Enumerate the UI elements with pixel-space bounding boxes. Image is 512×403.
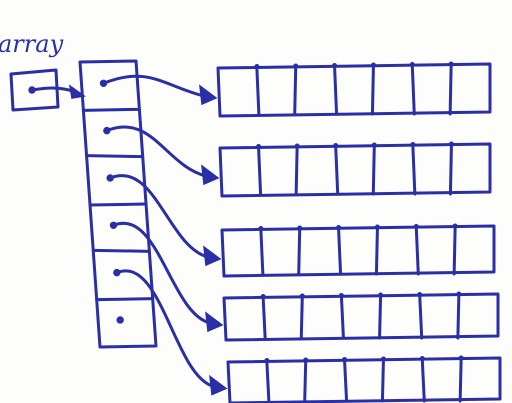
inner-cell-tick — [410, 142, 416, 147]
row-pointer-arrowhead — [201, 164, 220, 186]
inner-cell-divider — [303, 359, 308, 403]
row-pointer-arrow — [115, 269, 216, 388]
inner-cell-divider — [448, 143, 453, 196]
inner-cell-divider — [293, 65, 298, 116]
inner-cell-divider — [448, 63, 453, 116]
inner-cell-tick — [378, 292, 384, 298]
inner-cell-tick — [452, 223, 458, 229]
pointer-arrow — [30, 86, 78, 94]
inner-cell-divider — [265, 360, 271, 403]
inner-cell-tick — [294, 143, 300, 149]
pointer-box — [9, 68, 60, 112]
inner-array-row — [218, 142, 492, 198]
pointer-variable — [9, 68, 86, 112]
inner-cell-divider — [259, 228, 265, 276]
inner-array-row — [222, 292, 500, 342]
inner-array-row — [220, 224, 496, 278]
inner-cell-divider — [343, 359, 349, 403]
row-pointer-arrow — [108, 174, 210, 259]
inner-cell-divider — [337, 227, 343, 276]
inner-cell-divider — [411, 144, 417, 196]
inner-cell-tick — [371, 142, 377, 148]
row-pointer-arrowhead — [209, 374, 228, 396]
inner-cell-tick — [458, 355, 464, 361]
row-pointer-arrowhead — [199, 84, 218, 106]
inner-cell-tick — [264, 358, 270, 363]
inner-cell-divider — [370, 64, 375, 116]
inner-cell-divider — [257, 146, 263, 196]
inner-cell-divider — [458, 357, 463, 403]
inner-cell-divider — [414, 226, 420, 276]
inner-cell-tick — [380, 356, 386, 362]
inner-cell-tick — [297, 225, 303, 231]
inner-cell-tick — [258, 226, 264, 231]
inner-cell-tick — [448, 61, 454, 67]
row-pointer-arrowhead — [205, 311, 224, 333]
inner-cell-tick — [254, 64, 260, 69]
outer-slot-divider — [81, 107, 141, 112]
inner-cell-divider — [378, 294, 383, 340]
inner-array-row — [216, 62, 492, 118]
inner-cell-divider — [334, 145, 340, 196]
inner-cell-tick — [417, 292, 423, 297]
outer-slot-divider — [91, 248, 151, 253]
outer-slot-divider — [85, 154, 145, 159]
inner-cell-tick — [342, 357, 348, 362]
inner-cell-tick — [409, 62, 415, 67]
inner-cell-divider — [255, 66, 261, 116]
inner-cell-tick — [413, 224, 419, 229]
inner-cell-divider — [297, 227, 302, 276]
inner-cell-divider — [371, 144, 376, 196]
outer-slot-divider — [95, 297, 155, 302]
inner-cell-divider — [410, 64, 416, 116]
pointer-label: array — [0, 30, 64, 58]
inner-cell-tick — [293, 63, 299, 69]
inner-cell-tick — [456, 291, 462, 297]
inner-cell-divider — [380, 358, 385, 403]
inner-cell-divider — [456, 293, 461, 340]
inner-cell-tick — [448, 141, 454, 147]
inner-cell-divider — [339, 295, 345, 340]
pointer-arrowhead — [68, 84, 86, 99]
inner-cell-tick — [299, 293, 305, 299]
inner-cell-divider — [374, 226, 379, 276]
inner-cell-tick — [260, 294, 266, 299]
inner-cell-tick — [370, 62, 376, 68]
inner-cell-tick — [338, 293, 344, 298]
inner-cell-tick — [374, 224, 380, 230]
row-pointer-arrows — [102, 74, 228, 396]
inner-cell-divider — [452, 225, 457, 276]
inner-cell-tick — [332, 63, 338, 68]
outer-slot-dot — [116, 316, 124, 324]
inner-cell-divider — [261, 296, 267, 340]
inner-cell-tick — [303, 357, 309, 363]
inner-cell-tick — [333, 143, 339, 148]
inner-cell-divider — [420, 358, 426, 403]
inner-cell-divider — [299, 295, 304, 340]
outer-slot-divider — [88, 202, 148, 207]
inner-cell-tick — [336, 225, 342, 230]
inner-cell-divider — [333, 65, 339, 116]
row-pointer-arrow — [105, 125, 208, 178]
inner-arrays — [216, 61, 502, 403]
inner-array-row — [226, 356, 502, 403]
row-pointer-arrowhead — [203, 245, 222, 267]
inner-cell-divider — [418, 294, 424, 340]
inner-cell-tick — [419, 356, 425, 361]
row-pointer-arrow — [112, 221, 212, 325]
row-pointer-arrow — [102, 74, 206, 98]
inner-cell-tick — [256, 144, 262, 149]
outer-array-frame — [78, 59, 158, 349]
outer-array — [78, 59, 158, 349]
inner-cell-divider — [294, 145, 299, 196]
